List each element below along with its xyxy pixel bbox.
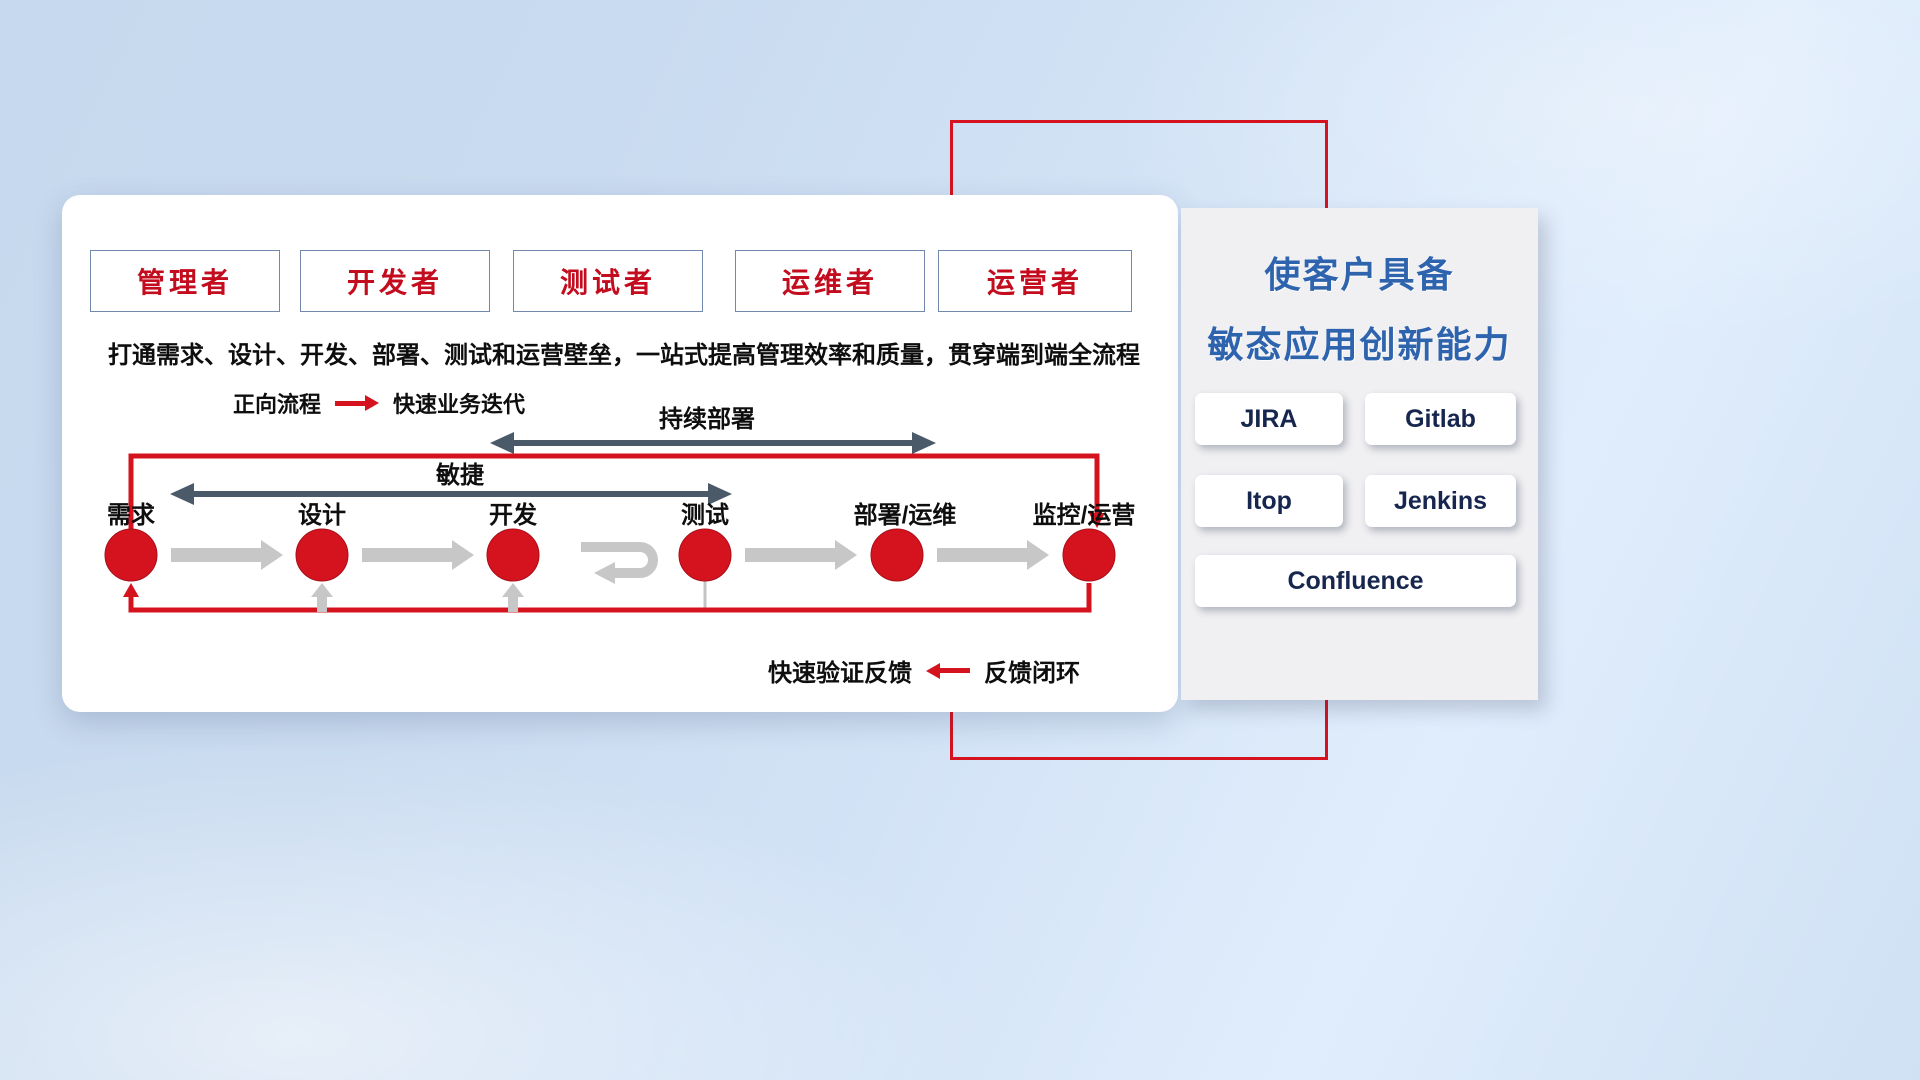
red-left-arrow-icon xyxy=(926,662,970,679)
feedback-legend-value: 反馈闭环 xyxy=(984,660,1080,687)
tool-label: Itop xyxy=(1246,486,1292,515)
feedback-up-arrow-dev xyxy=(502,583,524,612)
continuous-deploy-arrowhead-right xyxy=(912,432,936,454)
tool-label: Jenkins xyxy=(1393,486,1488,515)
feedback-flow-line xyxy=(128,583,1092,613)
forward-flow-arrowhead xyxy=(1089,513,1105,528)
role-box-manager: 管理者 xyxy=(90,250,280,312)
tool-label: Gitlab xyxy=(1405,404,1476,433)
continuous-deploy-label: 持续部署 xyxy=(659,405,755,433)
role-label: 运维者 xyxy=(781,267,878,298)
feedback-loop-legend: 快速验证反馈 反馈闭环 xyxy=(768,653,1080,688)
stage-arrow-4 xyxy=(937,540,1049,570)
stage-arrow-3 xyxy=(745,540,857,570)
stage-label: 测试 xyxy=(681,502,729,529)
forward-flow-legend: 正向流程 快速业务迭代 xyxy=(233,387,525,419)
stage-label: 设计 xyxy=(298,502,346,529)
tool-card-itop: Itop xyxy=(1195,475,1343,527)
iteration-uturn-arrowhead xyxy=(594,562,615,584)
stage-label: 监控/运营 xyxy=(1033,501,1136,529)
flow-diagram: 持续部署 敏捷 xyxy=(104,405,1136,613)
side-panel-title-line1: 使客户具备 xyxy=(1264,254,1455,295)
stage-circle-deploy-ops xyxy=(870,528,924,582)
tool-card-jira: JIRA xyxy=(1195,393,1343,445)
tool-label: JIRA xyxy=(1240,404,1298,433)
role-box-tester: 测试者 xyxy=(513,250,703,312)
forward-legend-label: 正向流程 xyxy=(233,392,322,417)
role-label: 开发者 xyxy=(346,267,443,298)
continuous-deploy-arrowhead-left xyxy=(490,432,514,454)
stage-label: 需求 xyxy=(107,502,155,529)
feedback-legend-label: 快速验证反馈 xyxy=(768,660,912,687)
iteration-uturn-arrow-icon xyxy=(581,542,658,578)
stage-circle-requirements xyxy=(104,528,158,582)
stage-circle-design xyxy=(295,528,349,582)
feedback-flow-arrowhead xyxy=(123,583,139,597)
side-panel-title-line2: 敏态应用创新能力 xyxy=(1207,324,1512,365)
stage-circle-monitor-operate xyxy=(1062,528,1116,582)
red-right-arrow-icon xyxy=(335,395,380,411)
role-label: 管理者 xyxy=(136,267,233,298)
agile-label: 敏捷 xyxy=(435,462,484,489)
panel-subtitle: 打通需求、设计、开发、部署、测试和运营壁垒，一站式提高管理效率和质量，贯穿端到端… xyxy=(108,342,1140,369)
role-box-developer: 开发者 xyxy=(300,250,490,312)
role-label: 运营者 xyxy=(986,267,1083,298)
stage-circle-testing xyxy=(678,528,732,582)
capability-side-panel: 使客户具备 敏态应用创新能力 JIRA Gitlab Itop Jenkins … xyxy=(1181,208,1538,700)
role-box-ops: 运维者 xyxy=(735,250,925,312)
stage-label: 开发 xyxy=(489,501,537,529)
tool-card-gitlab: Gitlab xyxy=(1365,393,1516,445)
stage-arrow-1 xyxy=(171,540,283,570)
agile-arrowhead-left xyxy=(170,483,194,505)
agile-arrowhead-right xyxy=(708,483,732,505)
role-label: 测试者 xyxy=(559,267,656,298)
stage-circle-development xyxy=(486,528,540,582)
forward-flow-line xyxy=(128,453,1100,531)
role-box-operator: 运营者 xyxy=(938,250,1132,312)
forward-legend-value: 快速业务迭代 xyxy=(393,392,526,417)
tool-card-jenkins: Jenkins xyxy=(1365,475,1516,527)
tool-label: Confluence xyxy=(1287,566,1424,595)
feedback-up-arrow-design xyxy=(311,583,333,612)
devops-flow-panel: 管理者 开发者 测试者 运维者 运营者 打通需求、设计、开发、部署、测试和运营壁… xyxy=(62,195,1178,712)
stage-label: 部署/运维 xyxy=(854,501,957,529)
tool-card-confluence: Confluence xyxy=(1195,555,1516,607)
stage-arrow-2 xyxy=(362,540,474,570)
